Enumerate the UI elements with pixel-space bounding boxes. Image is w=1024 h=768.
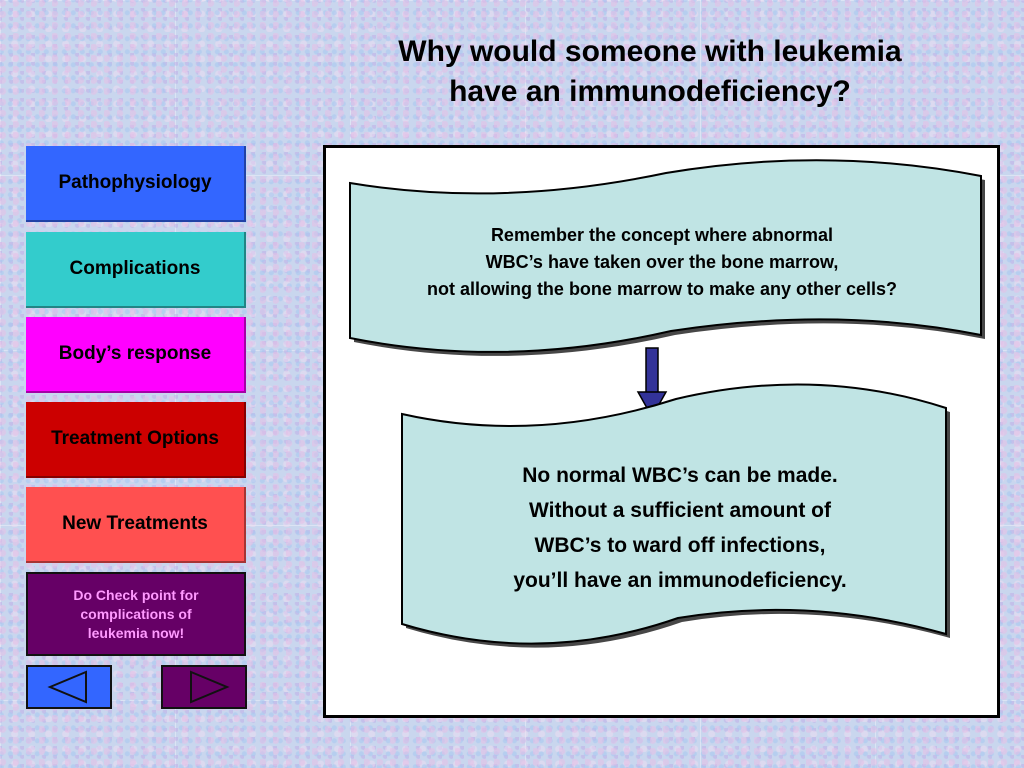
down-arrow-icon [636,347,668,419]
nav-button-complications[interactable]: Complications [26,232,246,308]
document-shape-top [349,159,982,353]
checkpoint-button[interactable]: Do Check point for complications of leuk… [26,572,246,656]
flowchart-box-2-text: No normal WBC’s can be made. Without a s… [513,464,847,592]
triangle-right-icon [190,670,230,704]
nav-button-treatment-options[interactable]: Treatment Options [26,402,246,478]
flowchart-box-1-text: Remember the concept where abnormal WBC’… [426,225,898,299]
next-slide-button[interactable] [161,665,247,709]
triangle-left-icon [47,670,87,704]
nav-button-pathophysiology[interactable]: Pathophysiology [26,146,246,222]
nav-button-new-treatments[interactable]: New Treatments [26,487,246,563]
previous-slide-button[interactable] [26,665,112,709]
nav-button-bodys-response[interactable]: Body’s response [26,317,246,393]
document-shape-bottom [401,383,947,645]
slide-title: Why would someone with leukemia have an … [398,35,902,108]
